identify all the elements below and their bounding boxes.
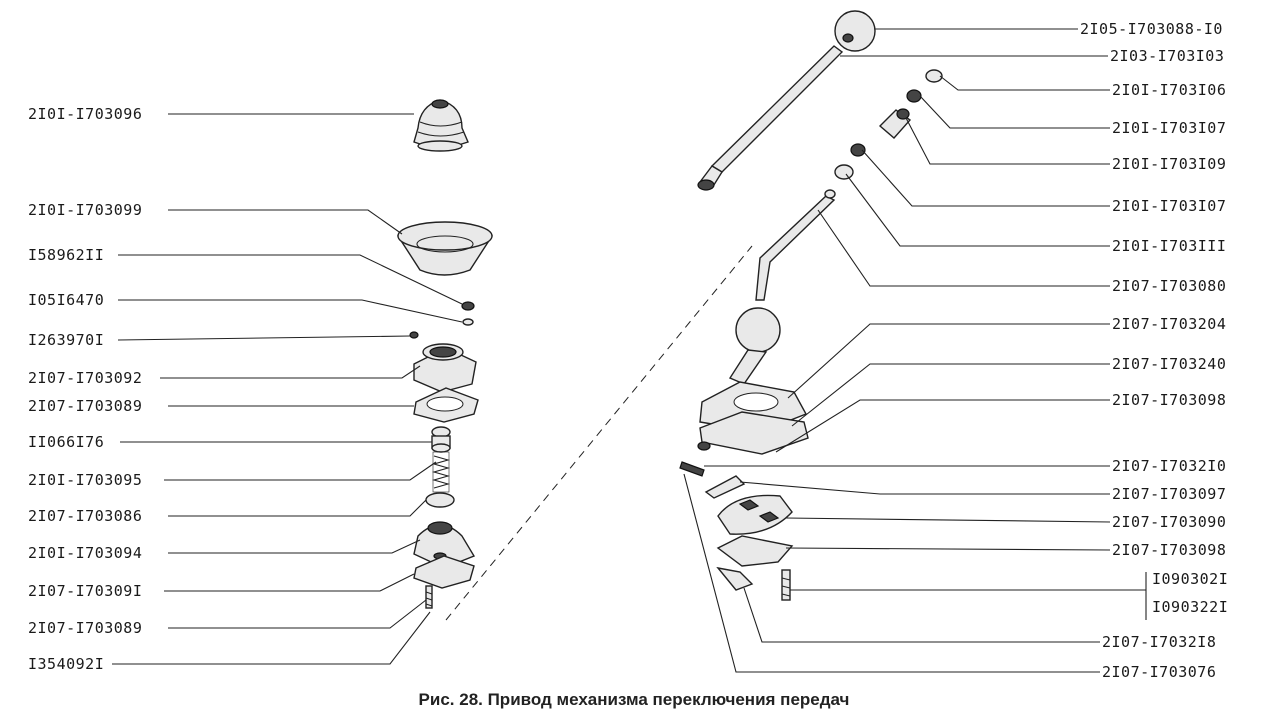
part-label: 2I07-I703098 — [1112, 541, 1227, 559]
gasket-part — [413, 387, 479, 423]
part-label: I58962II — [28, 246, 105, 264]
part-label: 2I07-I7032I8 — [1102, 633, 1217, 651]
bushings-part — [834, 69, 943, 180]
part-label: I090322I — [1152, 598, 1229, 616]
part-label: I090302I — [1152, 570, 1229, 588]
part-label: 2I07-I703080 — [1112, 277, 1227, 295]
part-label: 2I07-I703089 — [28, 397, 143, 415]
base-plate-part — [716, 535, 794, 591]
seat-part — [425, 492, 455, 508]
part-label: 2I0I-I703094 — [28, 544, 143, 562]
part-label: 2I07-I703089 — [28, 619, 143, 637]
part-label: 2I05-I703088-I0 — [1080, 20, 1223, 38]
part-label: 2I07-I7032I0 — [1112, 457, 1227, 475]
spring-part — [431, 451, 451, 493]
part-label: 2I0I-I703I06 — [1112, 81, 1227, 99]
part-label: 2I07-I703240 — [1112, 355, 1227, 373]
leader-lines — [112, 28, 1147, 673]
bolt-part — [425, 585, 433, 609]
part-label: 2I0I-I703I07 — [1112, 119, 1227, 137]
gasket-lower-part — [413, 555, 475, 589]
stop-plate-part — [704, 475, 793, 535]
part-label: 2I07-I703092 — [28, 369, 143, 387]
part-label: 2I0I-I703III — [1112, 237, 1227, 255]
part-label: 2I0I-I703099 — [28, 201, 143, 219]
part-label: 2I03-I703I03 — [1110, 47, 1225, 65]
shift-lever-part — [728, 189, 836, 385]
boot-part — [413, 99, 469, 152]
part-label: 2I0I-I703095 — [28, 471, 143, 489]
part-label: II066I76 — [28, 433, 105, 451]
part-label: I354092I — [28, 655, 105, 673]
part-label: 2I0I-I703096 — [28, 105, 143, 123]
bolt-right-part — [781, 569, 791, 601]
part-label: 2I07-I703097 — [1112, 485, 1227, 503]
part-label: 2I07-I703076 — [1102, 663, 1217, 681]
part-label: 2I0I-I703I07 — [1112, 197, 1227, 215]
part-label: I05I6470 — [28, 291, 105, 309]
gasket-right-part — [697, 411, 809, 455]
spring-pin-part — [679, 461, 705, 477]
part-label: 2I07-I703098 — [1112, 391, 1227, 409]
dashed-connection-line — [445, 245, 753, 621]
part-label: 2I07-I703090 — [1112, 513, 1227, 531]
figure-caption: Рис. 28. Привод механизма переключения п… — [418, 690, 850, 709]
part-label: 2I07-I703204 — [1112, 315, 1227, 333]
part-label: 2I0I-I703I09 — [1112, 155, 1227, 173]
part-label: 2I07-I70309I — [28, 582, 143, 600]
cover-part — [396, 221, 494, 276]
nut-part — [409, 301, 475, 339]
lower-housing-part — [413, 521, 476, 569]
lever-rod-part — [697, 45, 844, 191]
bushing-part — [431, 426, 451, 453]
guide-housing-part — [413, 343, 477, 393]
part-label: I263970I — [28, 331, 105, 349]
knob-part — [834, 10, 876, 52]
part-label: 2I07-I703086 — [28, 507, 143, 525]
